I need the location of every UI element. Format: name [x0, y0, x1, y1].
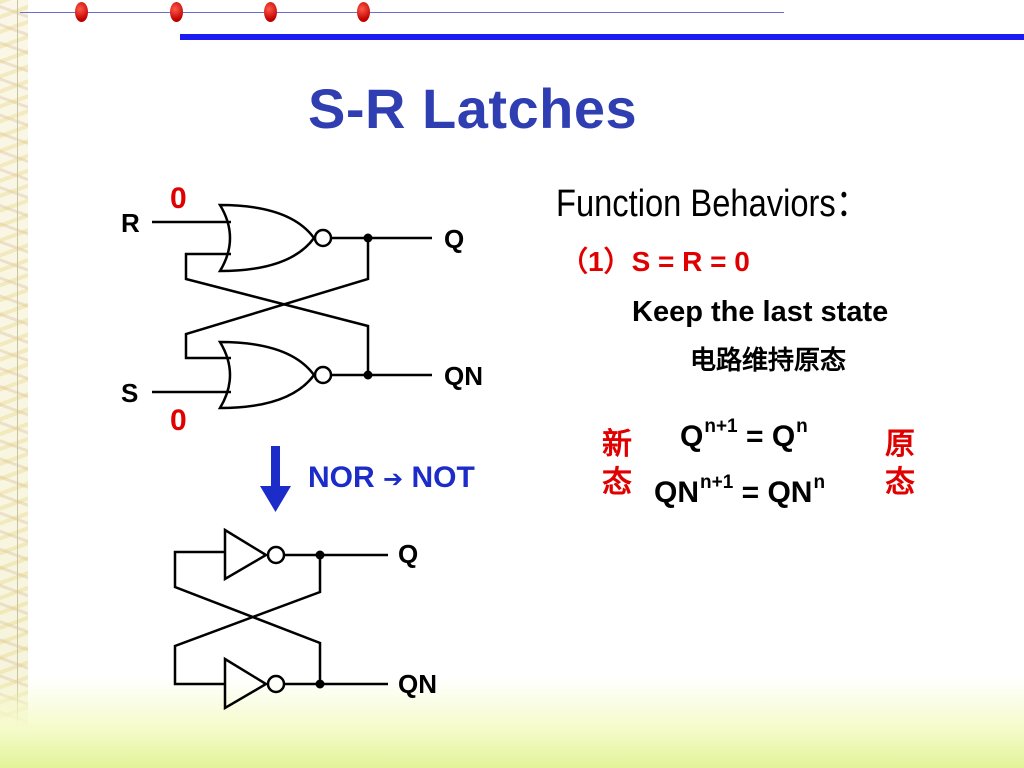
s-input-label: S — [121, 378, 139, 408]
red-dot-decoration — [170, 2, 183, 22]
equation-qn-lhs: QN — [654, 476, 699, 509]
r-input-value: 0 — [170, 182, 187, 215]
original-state-char: 态 — [885, 465, 915, 500]
original-state-note: 原 态 — [883, 426, 917, 502]
left-decorative-strip — [0, 0, 28, 768]
slide-title: S-R Latches — [308, 77, 638, 140]
wire-feedback-bottom-in — [184, 238, 370, 360]
q-output-label-lower: Q — [398, 539, 419, 569]
not-gate-bottom — [223, 656, 269, 711]
equation-qn-rhs: = QN — [733, 476, 813, 509]
equation-q-lhs: Q — [680, 420, 704, 453]
r-input-label: R — [121, 208, 140, 238]
function-behaviors-heading: Function Behaviors： — [556, 183, 869, 225]
equation-q-rhs: = Q — [737, 420, 796, 453]
equation-qn: QNn+1 = QNn — [654, 472, 825, 510]
left-border-line — [17, 0, 18, 768]
qn-output-label-lower: QN — [398, 669, 437, 699]
qn-output-label: QN — [444, 361, 483, 391]
new-state-char: 态 — [602, 465, 632, 500]
inverter-bubble — [266, 674, 286, 694]
s-input-value: 0 — [170, 404, 187, 437]
bottom-gradient-band — [0, 678, 1024, 768]
junction-dot — [315, 679, 325, 689]
arrow-right-icon: ➔ — [383, 465, 404, 493]
behavior-description-cn: 电路维持原态 — [690, 346, 847, 376]
down-arrow-icon — [260, 446, 291, 512]
not-gate-top — [223, 527, 269, 582]
top-thin-rule — [20, 12, 784, 13]
case-condition: （1）S = R = 0 — [560, 246, 750, 277]
to-gate-label: NOT — [411, 461, 475, 494]
equation-q: Qn+1 = Qn — [680, 416, 808, 454]
behavior-description: Keep the last state — [632, 296, 889, 328]
from-gate-label: NOR — [308, 461, 375, 494]
nor-gate-top — [217, 203, 316, 273]
wire-lower-feedback-b — [173, 555, 322, 686]
nor-gate-bottom — [217, 340, 316, 410]
equation-q-lhs-superscript: n+1 — [704, 416, 738, 437]
equation-qn-lhs-superscript: n+1 — [700, 472, 734, 493]
new-state-note: 新 态 — [600, 426, 634, 502]
inverter-bubble — [313, 228, 333, 248]
top-thick-rule — [180, 34, 1024, 40]
junction-dot — [363, 233, 373, 243]
new-state-char: 新 — [602, 427, 632, 462]
red-dot-decoration — [357, 2, 370, 22]
junction-dot — [363, 370, 373, 380]
red-dot-decoration — [264, 2, 277, 22]
original-state-char: 原 — [885, 427, 915, 462]
junction-dot — [315, 550, 325, 560]
q-output-label: Q — [444, 224, 465, 254]
wire-lower-feedback-a — [173, 550, 322, 684]
inverter-bubble — [313, 365, 333, 385]
equation-q-rhs-superscript: n — [796, 416, 808, 437]
wire-feedback-top-in — [184, 252, 370, 376]
red-dot-decoration — [75, 2, 88, 22]
gate-transformation-note: NOR ➔ NOT — [308, 461, 475, 495]
inverter-bubble — [266, 545, 286, 565]
equation-qn-rhs-superscript: n — [813, 472, 826, 493]
